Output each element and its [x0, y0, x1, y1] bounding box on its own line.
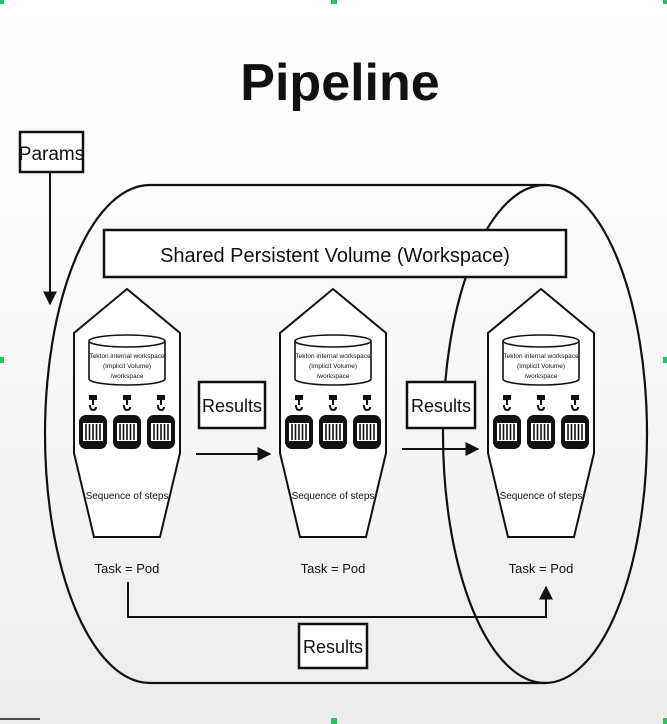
task-1-pod-label: Task = Pod	[95, 561, 160, 576]
results-label-3: Results	[303, 637, 363, 657]
task-pod-2: Tekton internal workspace (Implicit Volu…	[279, 287, 387, 576]
task-3-workspace-cylinder	[502, 334, 580, 386]
task-3-ws-line3: /workspace	[525, 373, 558, 380]
workspace-label: Shared Persistent Volume (Workspace)	[160, 245, 510, 267]
results-box-1: Results	[197, 380, 267, 430]
task-pod-3: Tekton internal workspace (Implicit Volu…	[487, 287, 595, 576]
pipeline-cylinder	[43, 183, 649, 685]
task-1-ws-line3: /workspace	[111, 373, 144, 380]
task-pod-1: Tekton internal workspace (Implicit Volu…	[73, 287, 181, 576]
task-2-ws-line3: /workspace	[317, 373, 350, 380]
task-1-steps-label: Sequence of steps	[86, 491, 169, 502]
task-1-workspace-cylinder	[88, 334, 166, 386]
task-3-ws-line2: (Implicit Volume)	[517, 363, 565, 370]
results-bypass-line	[127, 582, 553, 618]
task-3-ws-line1: Tekton internal workspace	[503, 353, 579, 360]
results-box-3: Results	[297, 622, 369, 670]
workspace-bar: Shared Persistent Volume (Workspace)	[102, 228, 568, 279]
task-3-steps-label: Sequence of steps	[500, 491, 583, 502]
task-2-ws-line1: Tekton internal workspace	[295, 353, 371, 360]
task-2-workspace-cylinder	[294, 334, 372, 386]
results-box-2: Results	[405, 380, 477, 430]
params-label: Params	[19, 144, 84, 165]
page-title: Pipeline	[240, 54, 439, 112]
task-2-pod-label: Task = Pod	[301, 561, 366, 576]
results-label-1: Results	[202, 396, 262, 416]
task-2-steps-label: Sequence of steps	[292, 491, 375, 502]
task-1-ws-line2: (Implicit Volume)	[103, 363, 151, 370]
params-box: Params	[18, 130, 85, 174]
task-1-ws-line1: Tekton internal workspace	[89, 353, 165, 360]
results-label-2: Results	[411, 396, 471, 416]
task-3-pod-label: Task = Pod	[509, 561, 574, 576]
task-2-ws-line2: (Implicit Volume)	[309, 363, 357, 370]
